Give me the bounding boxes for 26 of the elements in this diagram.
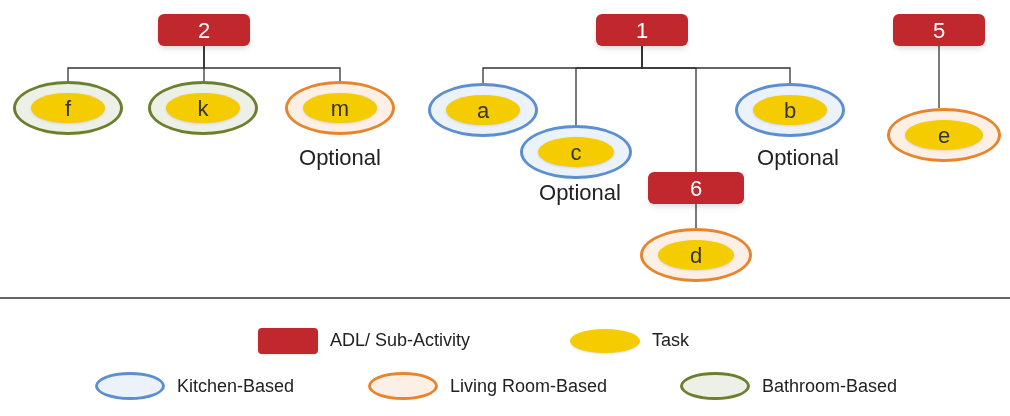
legend-label: Bathroom-Based: [762, 374, 898, 398]
task-ellipse: k: [165, 93, 241, 123]
legend-label: ADL/ Sub-Activity: [330, 329, 471, 352]
connector-line: [641, 45, 791, 84]
connector-line: [203, 45, 341, 82]
optional-label: Optional: [757, 143, 839, 172]
task-ellipse: c: [537, 137, 615, 167]
task-ellipse: a: [445, 95, 521, 125]
activity-box: 6: [648, 172, 744, 204]
legend-label: Kitchen-Based: [177, 374, 295, 398]
optional-label: Optional: [539, 178, 621, 207]
activity-box: 1: [596, 14, 688, 46]
task-ellipse: d: [657, 240, 735, 270]
task-ellipse: f: [30, 93, 106, 123]
legend-label: Task: [652, 329, 689, 352]
task-ellipse: b: [752, 95, 828, 125]
legend-label: Living Room-Based: [450, 374, 608, 398]
task-ellipse: m: [302, 93, 378, 123]
task-ellipse: e: [905, 120, 983, 150]
connector-line: [938, 45, 940, 109]
activity-box: 5: [893, 14, 985, 46]
category-ring: [428, 83, 538, 137]
category-ring: [520, 125, 632, 179]
activity-box: 2: [158, 14, 250, 46]
connector-line: [695, 203, 697, 229]
optional-label: Optional: [299, 143, 381, 172]
